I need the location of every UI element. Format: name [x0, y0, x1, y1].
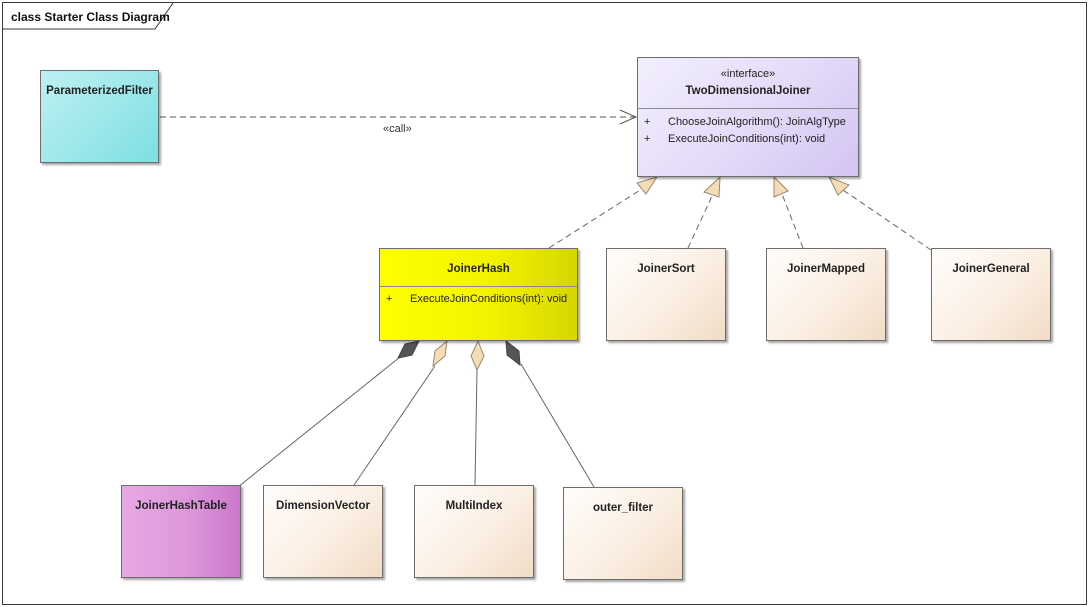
class-name: DimensionVector — [276, 500, 370, 512]
compartment-divider — [638, 108, 858, 109]
class-joiner-general[interactable]: JoinerGeneral — [931, 248, 1051, 341]
aggregation-dimension-vector[interactable] — [353, 339, 448, 486]
class-name: JoinerMapped — [787, 263, 865, 275]
compartment-divider — [380, 286, 577, 287]
class-name: JoinerSort — [637, 263, 695, 275]
class-joiner-hash[interactable]: JoinerHash + ExecuteJoinConditions(int): … — [379, 248, 578, 341]
realization-joiner-mapped[interactable] — [773, 175, 804, 249]
diagram-title: class Starter Class Diagram — [11, 10, 170, 24]
class-joiner-sort[interactable]: JoinerSort — [606, 248, 726, 341]
operation-row: + ExecuteJoinConditions(int): void — [386, 293, 567, 305]
operation-visibility: + — [644, 133, 651, 145]
class-name: JoinerHashTable — [135, 500, 227, 512]
class-name: outer_filter — [592, 502, 654, 514]
realization-joiner-sort[interactable] — [687, 175, 721, 249]
realization-joiner-hash[interactable] — [548, 176, 659, 249]
realization-joiner-general[interactable] — [827, 176, 932, 251]
class-name: JoinerGeneral — [952, 263, 1030, 275]
class-parameterized-filter[interactable]: ParameterizedFilter — [40, 70, 159, 163]
operation-signature: ExecuteJoinConditions(int): void — [668, 133, 826, 145]
operation-row: + ChooseJoinAlgorithm(): JoinAlgType — [644, 116, 846, 128]
call-dependency[interactable] — [160, 109, 638, 125]
composition-outer-filter[interactable] — [505, 339, 595, 488]
class-joiner-hash-table[interactable]: JoinerHashTable — [121, 485, 241, 578]
aggregation-multi-index[interactable] — [470, 339, 485, 486]
class-joiner-mapped[interactable]: JoinerMapped — [766, 248, 886, 341]
class-name: JoinerHash — [447, 263, 510, 275]
class-name: MultiIndex — [445, 500, 503, 512]
interface-stereotype: «interface» — [720, 68, 776, 80]
composition-joiner-hash-table[interactable] — [237, 340, 420, 488]
diagram-title-tab — [3, 3, 174, 30]
class-outer-filter[interactable]: outer_filter — [563, 487, 683, 580]
operation-signature: ExecuteJoinConditions(int): void — [410, 293, 568, 305]
class-multi-index[interactable]: MultiIndex — [414, 485, 534, 578]
operation-visibility: + — [644, 116, 651, 128]
operation-row: + ExecuteJoinConditions(int): void — [644, 133, 825, 145]
class-dimension-vector[interactable]: DimensionVector — [263, 485, 383, 578]
operation-signature: ChooseJoinAlgorithm(): JoinAlgType — [668, 116, 846, 128]
operation-visibility: + — [386, 293, 393, 305]
class-name: TwoDimensionalJoiner — [685, 85, 811, 97]
class-name: ParameterizedFilter — [46, 85, 153, 97]
call-dependency-label: «call» — [383, 123, 412, 135]
interface-two-dimensional-joiner[interactable]: «interface» TwoDimensionalJoiner + Choose… — [637, 57, 859, 177]
